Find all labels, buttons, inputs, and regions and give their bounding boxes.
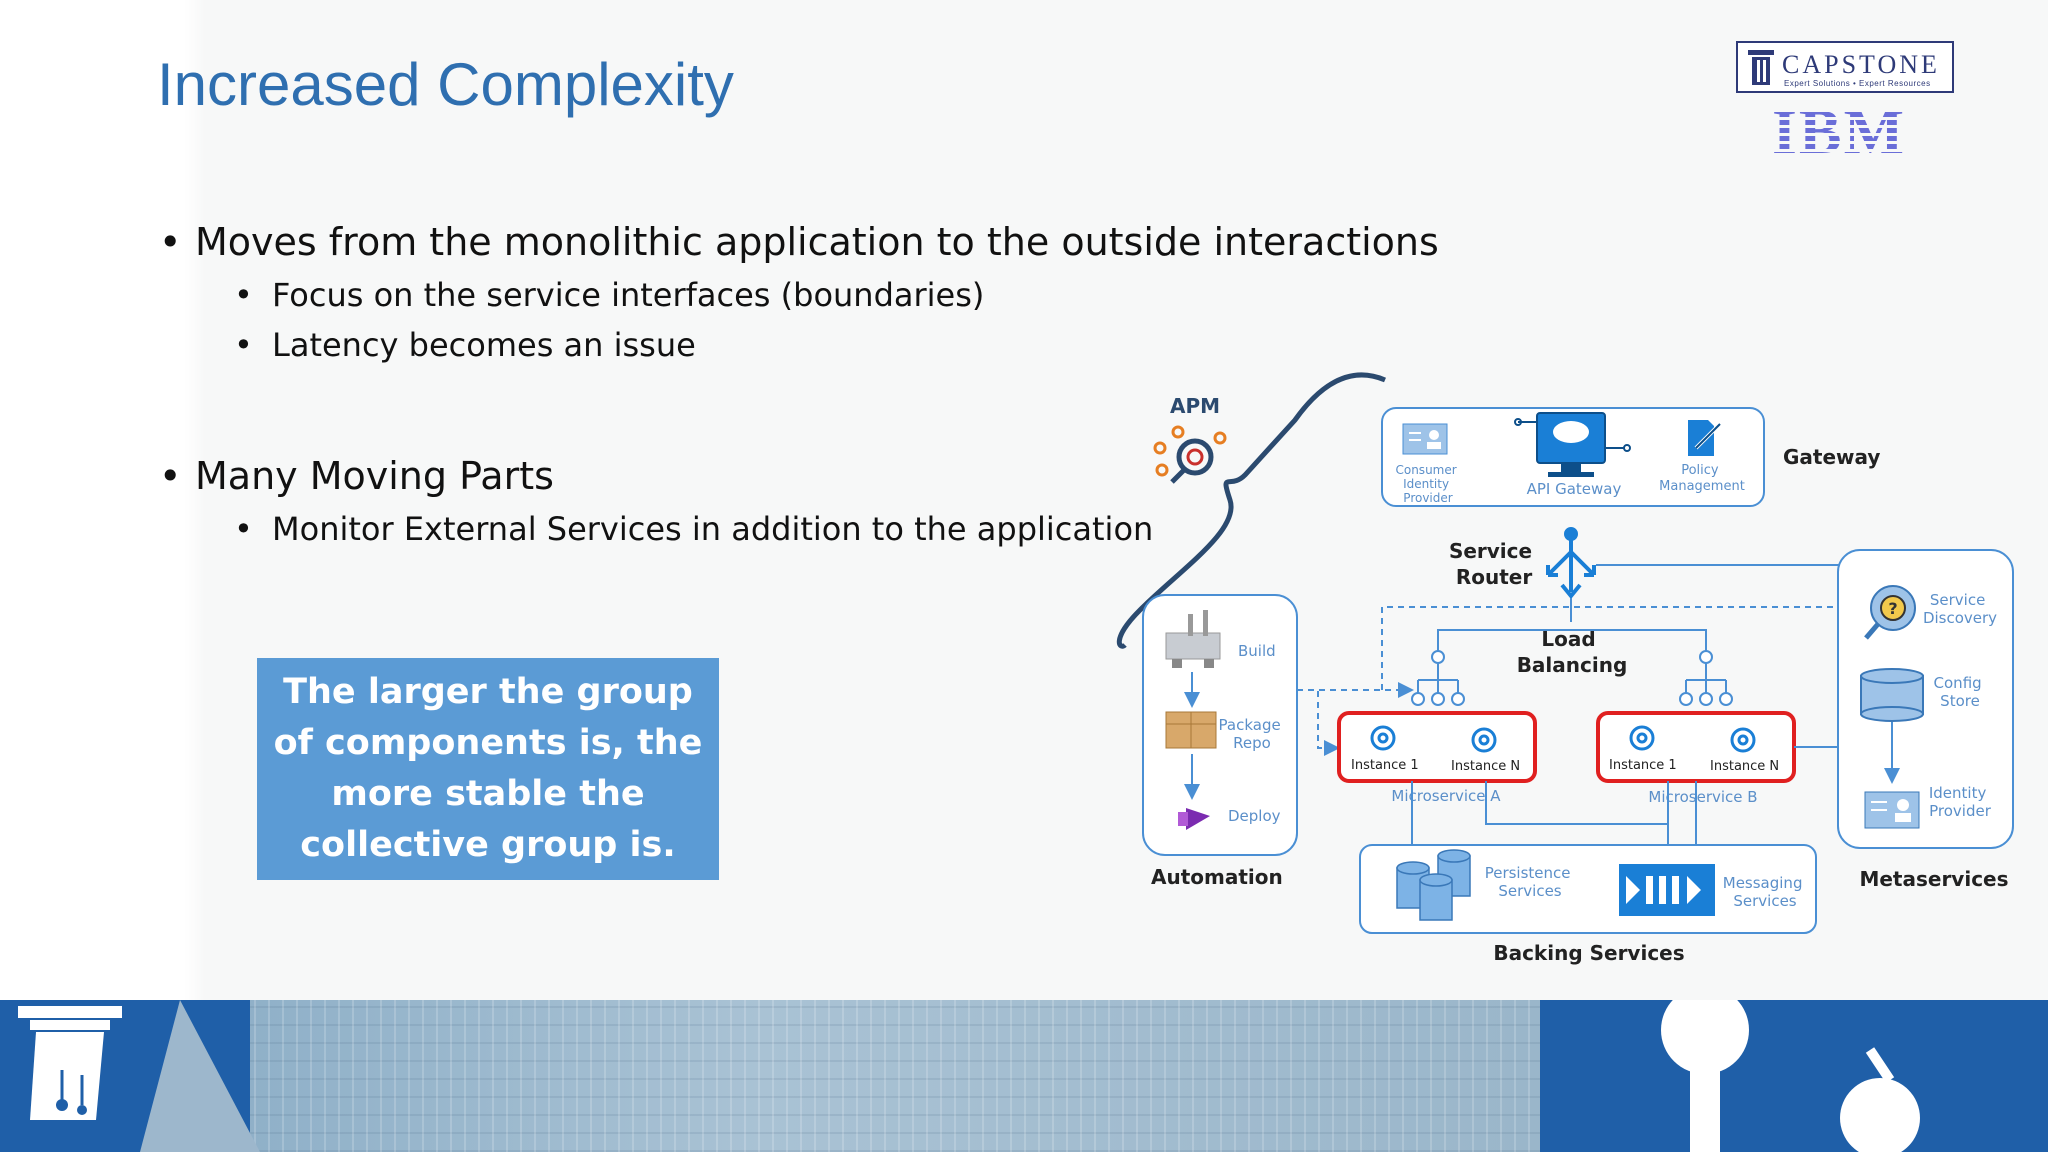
bullet-text: Many Moving Parts bbox=[195, 454, 554, 498]
sub-bullet-item: • Focus on the service interfaces (bound… bbox=[234, 276, 985, 314]
service-router-icon bbox=[1546, 527, 1596, 600]
messaging-icon bbox=[1619, 864, 1715, 916]
footer-right-panel bbox=[1540, 1000, 2048, 1152]
deploy-label: Deploy bbox=[1228, 807, 1281, 825]
microservice-a-instance-1: Instance 1 bbox=[1351, 758, 1419, 773]
service-discovery-label: Service bbox=[1930, 591, 1985, 609]
callout-text: The larger the group of components is, t… bbox=[273, 672, 703, 865]
build-icon bbox=[1165, 610, 1221, 668]
deploy-icon bbox=[1178, 808, 1210, 830]
policy-management-label: Policy bbox=[1681, 463, 1719, 478]
capstone-logo: CAPSTONE Expert Solutions • Expert Resou… bbox=[1736, 41, 1954, 93]
messaging-label: Services bbox=[1733, 892, 1796, 910]
bullet-dot: • bbox=[234, 276, 253, 314]
load-balancer-tree bbox=[1437, 629, 1707, 651]
microservice-b-instance-n: Instance N bbox=[1710, 759, 1779, 774]
architecture-diagram: APM Consumer Identity Provider API Gatew… bbox=[1116, 372, 2014, 965]
capstone-column-icon bbox=[1748, 50, 1774, 85]
load-balancer-icon-b bbox=[1679, 650, 1733, 706]
gear-icon bbox=[1629, 725, 1756, 753]
dashed-discovery-line bbox=[1381, 599, 1860, 690]
consumer-identity-label: Identity bbox=[1403, 477, 1449, 491]
svg-text:Consumer Identity Prov: Consumer Identity Provider bbox=[1395, 463, 1460, 505]
bullet-item: • Many Moving Parts bbox=[159, 454, 554, 498]
footer-banner bbox=[0, 1000, 2048, 1152]
identity-provider-icon bbox=[1864, 791, 1920, 829]
sub-bullet-item: • Latency becomes an issue bbox=[234, 326, 696, 364]
policy-management-icon bbox=[1688, 420, 1722, 456]
messaging-label: Messaging bbox=[1723, 874, 1803, 892]
sub-bullet-text: Latency becomes an issue bbox=[272, 326, 696, 364]
microservice-b-instance-1: Instance 1 bbox=[1609, 758, 1677, 773]
bullet-text: Moves from the monolithic application to… bbox=[195, 220, 1439, 264]
gear-icon bbox=[1370, 725, 1497, 753]
service-discovery-icon: ? bbox=[1864, 585, 1916, 640]
bullet-item: • Moves from the monolithic application … bbox=[159, 220, 1439, 264]
sub-bullet-item: • Monitor External Services in addition … bbox=[234, 510, 1154, 548]
package-repo-label: Package bbox=[1219, 716, 1281, 734]
policy-management-label: Management bbox=[1659, 479, 1745, 494]
backing-services-title: Backing Services bbox=[1493, 941, 1684, 965]
apm-label: APM bbox=[1170, 394, 1220, 418]
database-icon bbox=[1396, 849, 1471, 921]
automation-title: Automation bbox=[1151, 865, 1283, 889]
svg-text:?: ? bbox=[1888, 599, 1897, 618]
svg-text:Load Balancing: Load Balancing bbox=[1517, 627, 1628, 677]
api-gateway-icon bbox=[1514, 412, 1631, 477]
consumer-identity-label: Provider bbox=[1403, 491, 1452, 505]
microservice-a-label: Microservice A bbox=[1391, 787, 1501, 805]
load-balancing-label: Balancing bbox=[1517, 653, 1628, 677]
package-repo-icon bbox=[1165, 711, 1217, 749]
callout-box: The larger the group of components is, t… bbox=[257, 658, 719, 880]
svg-text:Config Store: Config Store bbox=[1934, 674, 1987, 710]
build-label: Build bbox=[1238, 642, 1276, 660]
bullet-dot: • bbox=[234, 326, 253, 364]
persistence-label: Persistence bbox=[1485, 864, 1571, 882]
config-store-icon bbox=[1860, 668, 1924, 722]
apm-icon bbox=[1153, 425, 1227, 484]
slide-title: Increased Complexity bbox=[157, 51, 734, 118]
consumer-identity-icon bbox=[1402, 423, 1448, 455]
apm-connector-line bbox=[1116, 372, 1386, 649]
metaservices-title: Metaservices bbox=[1859, 867, 2008, 891]
svg-text:Service Discovery: Service Discovery bbox=[1923, 591, 1997, 627]
service-router-label: Service bbox=[1449, 539, 1532, 563]
svg-text:Messaging Services: Messaging Services bbox=[1723, 874, 1808, 910]
identity-provider-label: Identity bbox=[1929, 784, 1987, 802]
sub-bullet-text: Focus on the service interfaces (boundar… bbox=[272, 276, 985, 314]
capstone-tagline: Expert Solutions • Expert Resources bbox=[1784, 79, 1931, 88]
bullet-dot: • bbox=[159, 220, 182, 264]
consumer-identity-label: Consumer bbox=[1395, 463, 1456, 477]
service-router-label: Router bbox=[1456, 565, 1533, 589]
api-gateway-label: API Gateway bbox=[1527, 480, 1622, 498]
footer-right-graphic bbox=[1661, 1000, 1920, 1152]
gateway-title: Gateway bbox=[1783, 445, 1880, 469]
config-store-label: Config bbox=[1934, 674, 1982, 692]
ibm-logo: IBM bbox=[1772, 96, 1906, 167]
load-balancer-icon-a bbox=[1411, 650, 1465, 706]
service-discovery-label: Discovery bbox=[1923, 609, 1997, 627]
bullet-dot: • bbox=[159, 454, 182, 498]
persistence-label: Services bbox=[1498, 882, 1561, 900]
package-repo-label: Repo bbox=[1233, 734, 1271, 752]
microservice-b-label: Microservice B bbox=[1648, 788, 1757, 806]
identity-provider-label: Provider bbox=[1929, 802, 1992, 820]
svg-text:Package Repo: Package Repo bbox=[1219, 716, 1286, 752]
svg-text:Identity Provider: Identity Provider bbox=[1929, 784, 1992, 820]
microservice-a-instance-n: Instance N bbox=[1451, 759, 1520, 774]
svg-text:Service Router: Service Router bbox=[1449, 539, 1539, 589]
sub-bullet-text: Monitor External Services in addition to… bbox=[272, 510, 1154, 548]
circuit-board-image bbox=[240, 1000, 1540, 1152]
bullet-dot: • bbox=[234, 510, 253, 548]
capstone-wordmark: CAPSTONE bbox=[1782, 50, 1940, 79]
svg-text:Persistence Services: Persistence Services bbox=[1485, 864, 1576, 900]
footer-left-graphic bbox=[18, 1000, 260, 1152]
svg-text:Policy Management: Policy Management bbox=[1659, 463, 1745, 494]
config-store-label: Store bbox=[1940, 692, 1980, 710]
